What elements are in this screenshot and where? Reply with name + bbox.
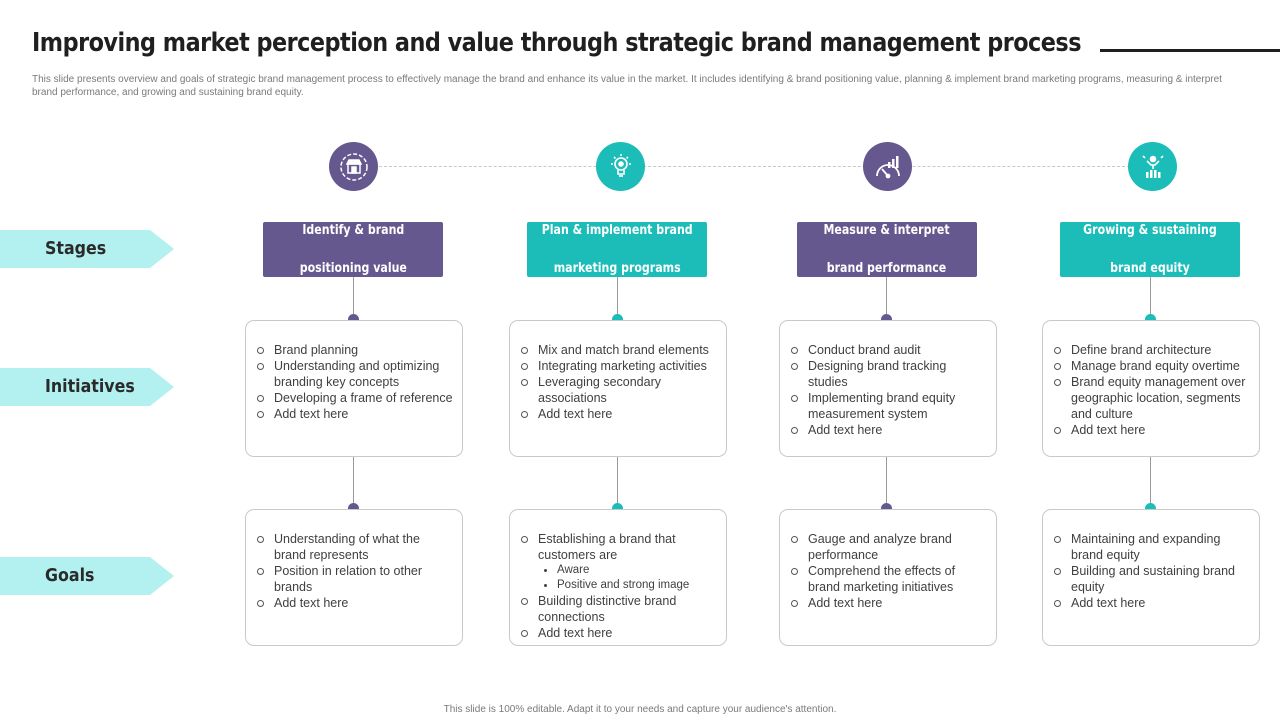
list-item: Maintaining and expanding brand equity xyxy=(1053,531,1251,563)
list-item: Designing brand tracking studies xyxy=(790,358,988,390)
list-item: Add text here xyxy=(520,406,718,422)
slide-subtitle: This slide presents overview and goals o… xyxy=(32,74,1222,98)
goals-box-1: Understanding of what the brand represen… xyxy=(245,509,463,646)
list-item: Mix and match brand elements xyxy=(520,342,718,358)
connector-dot xyxy=(881,503,892,514)
connector-dot xyxy=(1145,503,1156,514)
list-item: Building and sustaining brand equity xyxy=(1053,563,1251,595)
connector xyxy=(617,457,618,509)
list-item: Add text here xyxy=(790,595,988,611)
title-underline xyxy=(1100,49,1280,52)
connector-dot xyxy=(612,503,623,514)
connector-dot xyxy=(612,314,623,325)
connector xyxy=(353,457,354,509)
list-item: Brand equity management over geographic … xyxy=(1053,374,1251,422)
list-item: Gauge and analyze brand performance xyxy=(790,531,988,563)
connector-dot xyxy=(881,314,892,325)
initiatives-box-2: Mix and match brand elements Integrating… xyxy=(509,320,727,457)
storefront-icon xyxy=(329,142,378,191)
list-item: Understanding of what the brand represen… xyxy=(256,531,454,563)
lightbulb-gear-icon xyxy=(596,142,645,191)
connector xyxy=(1150,457,1151,509)
row-label-stages: Stages xyxy=(0,230,174,268)
gauge-chart-icon xyxy=(863,142,912,191)
connector xyxy=(886,277,887,320)
list-item: Brand planning xyxy=(256,342,454,358)
list-item: Building distinctive brand connections xyxy=(520,593,718,625)
list-item: Comprehend the effects of brand marketin… xyxy=(790,563,988,595)
slide-title: Improving market perception and value th… xyxy=(32,28,1082,58)
list-item: Implementing brand equity measurement sy… xyxy=(790,390,988,422)
list-item: Add text here xyxy=(790,422,988,438)
list-item: Position in relation to other brands xyxy=(256,563,454,595)
list-item: Define brand architecture xyxy=(1053,342,1251,358)
list-item: Add text here xyxy=(520,625,718,641)
initiatives-box-1: Brand planning Understanding and optimiz… xyxy=(245,320,463,457)
list-item: Conduct brand audit xyxy=(790,342,988,358)
initiatives-box-3: Conduct brand audit Designing brand trac… xyxy=(779,320,997,457)
connector xyxy=(886,457,887,509)
growth-person-icon xyxy=(1128,142,1177,191)
connector-dot xyxy=(348,314,359,325)
list-item: Add text here xyxy=(256,406,454,422)
list-item: Establishing a brand that customers are xyxy=(520,531,718,563)
icon-connector-line xyxy=(354,166,1150,167)
goals-box-4: Maintaining and expanding brand equity B… xyxy=(1042,509,1260,646)
list-item: Leveraging secondary associations xyxy=(520,374,718,406)
connector-dot xyxy=(348,503,359,514)
connector xyxy=(617,277,618,320)
goals-box-3: Gauge and analyze brand performance Comp… xyxy=(779,509,997,646)
row-label-initiatives: Initiatives xyxy=(0,368,174,406)
connector xyxy=(353,277,354,320)
list-item: Integrating marketing activities xyxy=(520,358,718,374)
list-item: Add text here xyxy=(256,595,454,611)
sub-list-item: Aware xyxy=(520,563,718,578)
list-item: Developing a frame of reference xyxy=(256,390,454,406)
list-item: Add text here xyxy=(1053,595,1251,611)
list-item: Manage brand equity overtime xyxy=(1053,358,1251,374)
connector-dot xyxy=(1145,314,1156,325)
goals-box-2: Establishing a brand that customers are … xyxy=(509,509,727,646)
list-item: Understanding and optimizing branding ke… xyxy=(256,358,454,390)
slide-footer: This slide is 100% editable. Adapt it to… xyxy=(443,704,837,715)
sub-list-item: Positive and strong image xyxy=(520,578,718,593)
list-item: Add text here xyxy=(1053,422,1251,438)
row-label-goals: Goals xyxy=(0,557,174,595)
initiatives-box-4: Define brand architecture Manage brand e… xyxy=(1042,320,1260,457)
connector xyxy=(1150,277,1151,320)
